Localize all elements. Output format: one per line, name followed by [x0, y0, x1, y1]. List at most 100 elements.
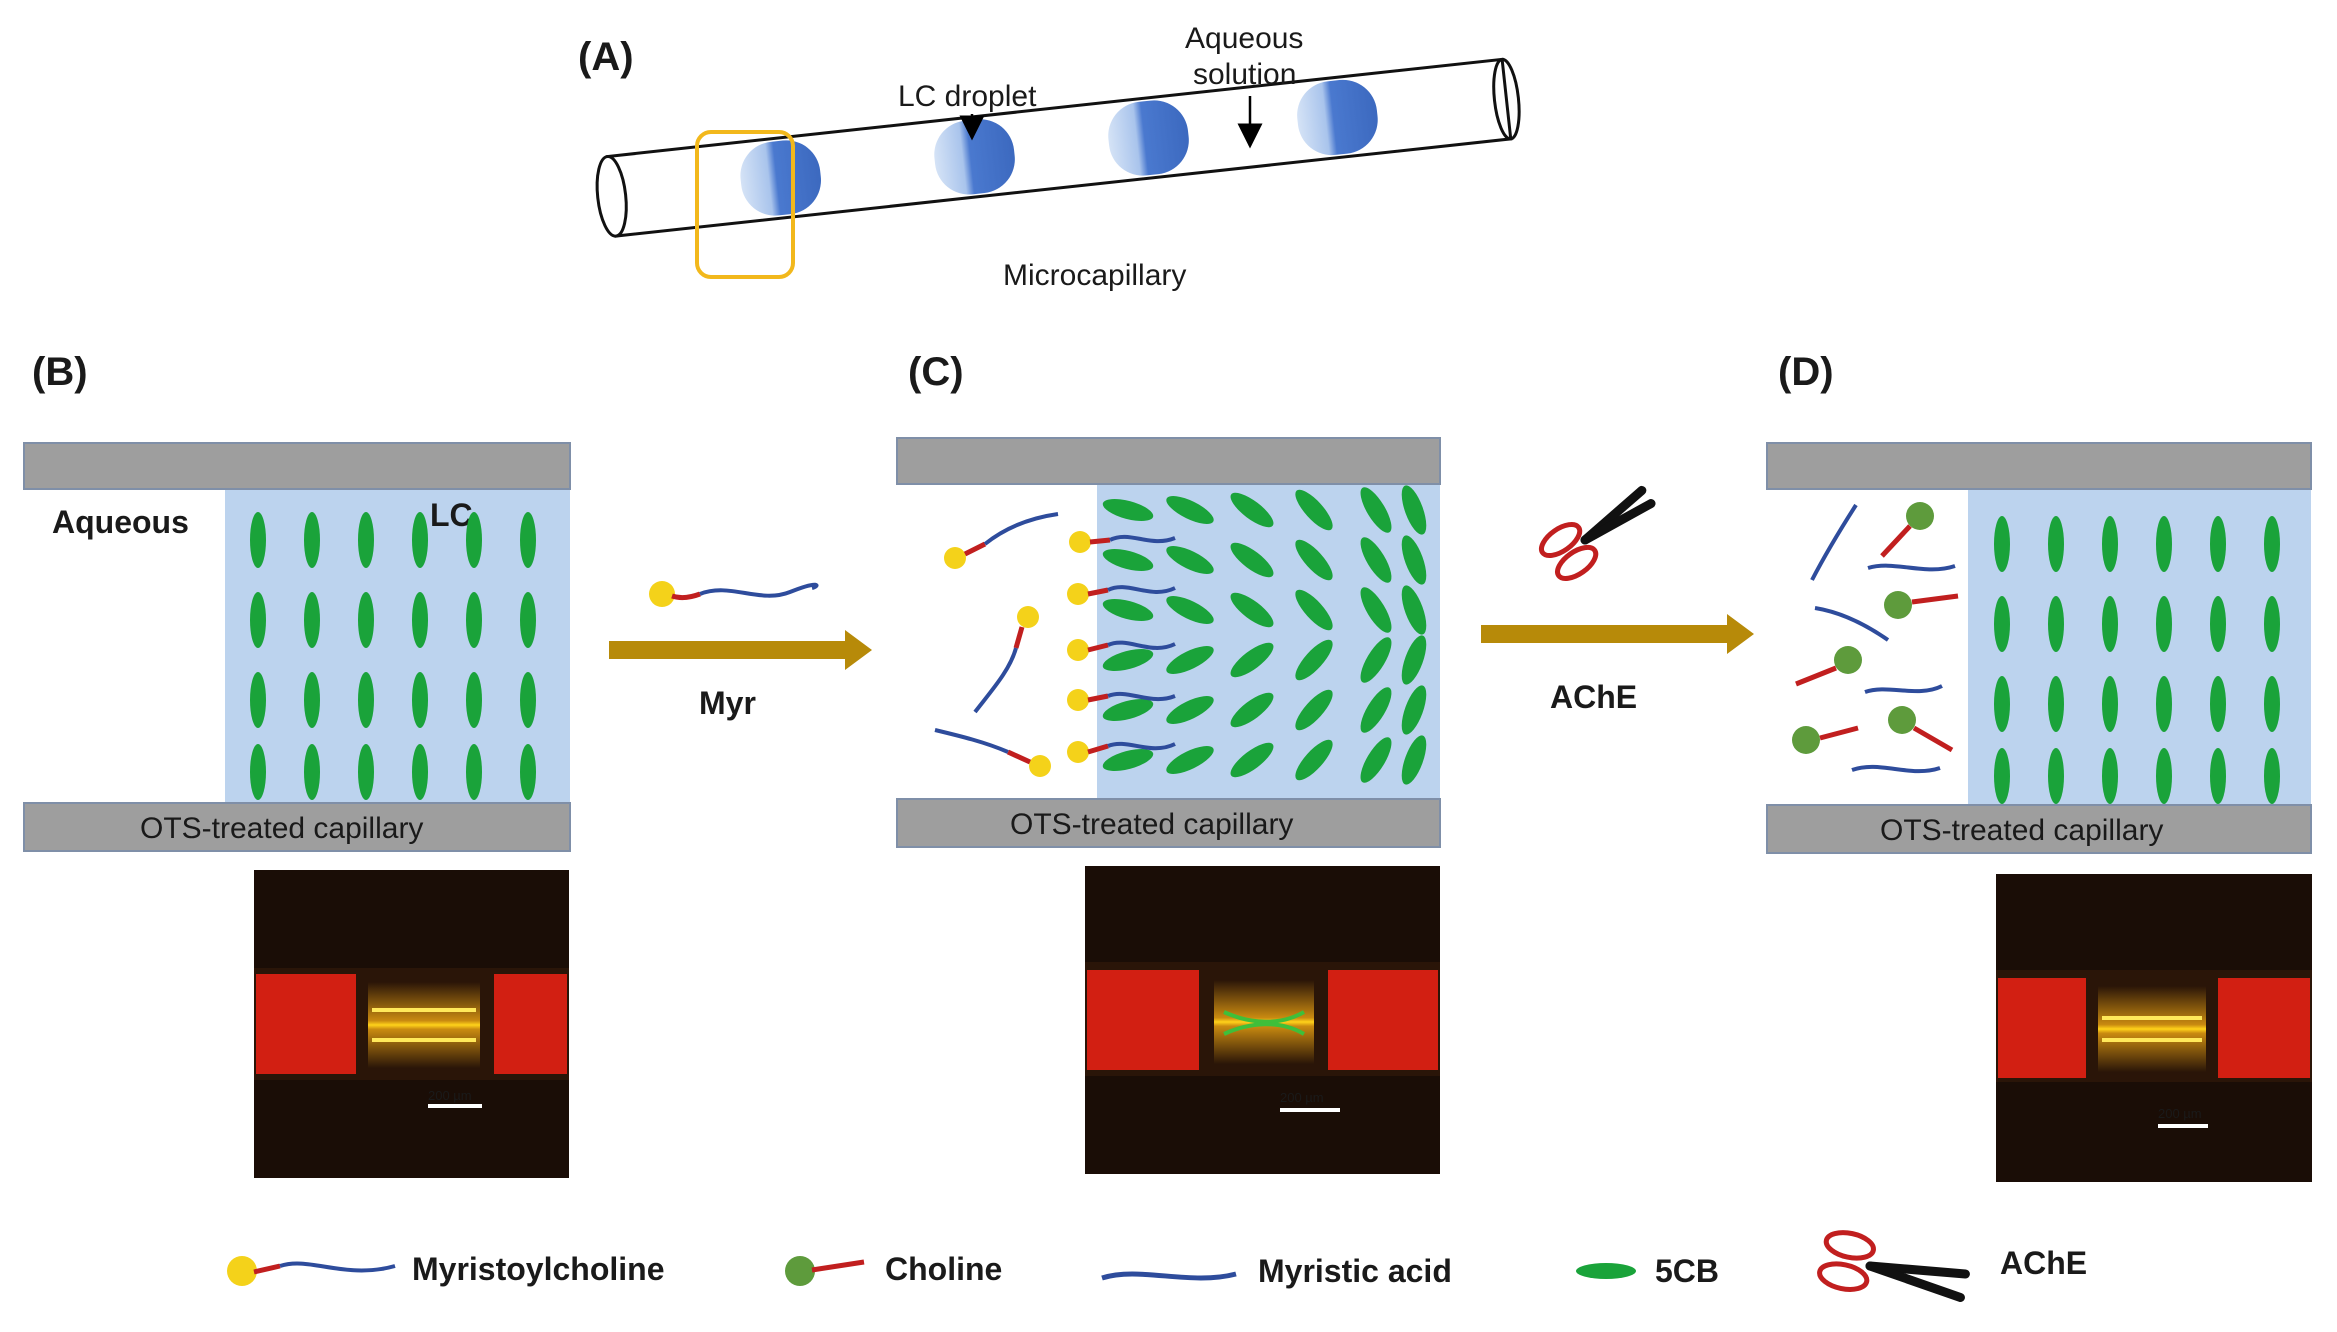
panel-a: (A) LC droplet Aqueous solution Microcap…: [578, 22, 1521, 292]
capillary-bottom-wall-b: [23, 802, 571, 852]
mesogen-5cb: [1295, 539, 1333, 581]
mesogen-5cb: [2102, 516, 2118, 572]
microcapillary-label: Microcapillary: [1003, 259, 1186, 292]
myristoylcholine-linker: [671, 591, 701, 601]
mesogen-5cb: [1230, 642, 1274, 678]
lc-region-b: [225, 487, 570, 805]
mesogen-5cb: [1102, 499, 1154, 521]
mesogen-5cb: [2048, 516, 2064, 572]
mesogen-5cb: [1166, 546, 1214, 574]
legend: Myristoylcholine Choline Myristic acid 5…: [227, 1230, 2087, 1302]
mesogen-5cb: [1230, 742, 1274, 778]
mesogen-5cb: [520, 512, 536, 568]
mesogens-homeotropic-b: [250, 512, 536, 800]
mesogen-5cb: [1360, 637, 1392, 683]
lc-droplet: [740, 140, 821, 216]
myristoylcholine-tail: [699, 582, 819, 598]
mesogen-5cb: [2210, 516, 2226, 572]
aqueous-label-b: Aqueous: [52, 504, 189, 540]
myristoylcholine-molecule: [944, 512, 1059, 569]
mesogen-5cb: [466, 744, 482, 800]
wall-label-c: OTS-treated capillary: [1010, 808, 1293, 841]
5cb-symbol: [1576, 1263, 1636, 1279]
mesogen-5cb: [466, 592, 482, 648]
mesogen-5cb: [1295, 589, 1333, 631]
mesogen-5cb: [1360, 587, 1392, 633]
mesogen-5cb: [2264, 596, 2280, 652]
mesogen-5cb: [2210, 748, 2226, 804]
scissors-icon: [1817, 1230, 1970, 1302]
mesogens-tilted-c: [1102, 485, 1427, 785]
scale-label-d: 200 µm: [2158, 1106, 2202, 1121]
legend-item-ache: AChE: [1817, 1230, 2087, 1302]
mesogen-5cb: [1295, 489, 1333, 531]
micrograph-c: 200 µm: [1085, 866, 1440, 1174]
mesogen-5cb: [250, 592, 266, 648]
choline-molecule: [1888, 706, 1954, 753]
choline-molecule: [1792, 725, 1859, 754]
mesogen-5cb: [2264, 676, 2280, 732]
mesogen-5cb: [466, 672, 482, 728]
mesogen-5cb: [520, 672, 536, 728]
mesogen-5cb: [2264, 748, 2280, 804]
mesogen-5cb: [2210, 596, 2226, 652]
hydrolysis-products: [1792, 502, 1959, 774]
mesogen-5cb: [304, 592, 320, 648]
mesogen-5cb: [2048, 596, 2064, 652]
mesogen-5cb: [1230, 592, 1274, 628]
legend-item-5cb: 5CB: [1576, 1253, 1719, 1289]
mesogen-5cb: [412, 744, 428, 800]
mesogen-5cb: [1401, 585, 1427, 635]
myristoylcholine-molecule: [1069, 531, 1176, 553]
mesogen-5cb: [520, 592, 536, 648]
mesogen-5cb: [1102, 749, 1154, 771]
wall-label-d: OTS-treated capillary: [1880, 814, 2163, 847]
choline-molecule: [1795, 646, 1862, 687]
mesogen-5cb: [412, 592, 428, 648]
mesogen-5cb: [1401, 485, 1427, 535]
mesogen-5cb: [250, 672, 266, 728]
scissors-icon: [1538, 485, 1656, 581]
mesogen-5cb: [1994, 516, 2010, 572]
panel-b: (B) OTS-treated capillary Aqueous LC: [23, 350, 571, 852]
myristoylcholine-molecule: [1067, 689, 1176, 711]
lc-droplet: [1297, 79, 1378, 156]
mesogen-5cb: [1166, 696, 1214, 724]
myristoylcholine-symbol: [227, 1256, 257, 1286]
myristic-acid-symbol: [1101, 1271, 1237, 1281]
mesogen-5cb: [1360, 487, 1392, 533]
legend-label: AChE: [2000, 1245, 2087, 1281]
lc-droplet: [934, 119, 1015, 195]
capillary-bottom-wall-d: [1766, 804, 2312, 854]
mesogen-5cb: [1994, 748, 2010, 804]
mesogen-5cb: [304, 512, 320, 568]
mesogen-5cb: [1166, 496, 1214, 524]
ache-arrow: [1481, 614, 1754, 654]
mesogen-5cb: [1360, 537, 1392, 583]
droplet-highlight-box: [695, 130, 795, 279]
mesogen-5cb: [1102, 549, 1154, 571]
mesogen-5cb: [304, 672, 320, 728]
panel-c-tag: (C): [908, 350, 964, 394]
legend-label: 5CB: [1655, 1253, 1719, 1289]
mesogen-5cb: [1230, 692, 1274, 728]
droplet-glow: [368, 982, 480, 1068]
myristic-acid: [1864, 684, 1943, 694]
panel-d-tag: (D): [1778, 350, 1834, 394]
legend-label: Choline: [885, 1251, 1002, 1287]
myristic-acid: [1867, 563, 1956, 572]
myristoylcholine-molecule: [1067, 639, 1176, 661]
micrograph-d: 200 µm: [1996, 874, 2312, 1182]
myristoylcholine-molecule: [973, 606, 1039, 714]
mesogen-5cb: [1102, 649, 1154, 671]
mesogen-5cb: [2102, 596, 2118, 652]
mesogen-5cb: [1102, 699, 1154, 721]
mesogen-5cb: [1994, 676, 2010, 732]
mesogen-5cb: [250, 744, 266, 800]
red-region: [1328, 970, 1438, 1070]
mesogen-5cb: [358, 512, 374, 568]
mesogen-5cb: [358, 592, 374, 648]
mesogen-5cb: [1295, 739, 1333, 781]
mesogen-5cb: [2102, 748, 2118, 804]
lc-label-b: LC: [430, 497, 473, 533]
